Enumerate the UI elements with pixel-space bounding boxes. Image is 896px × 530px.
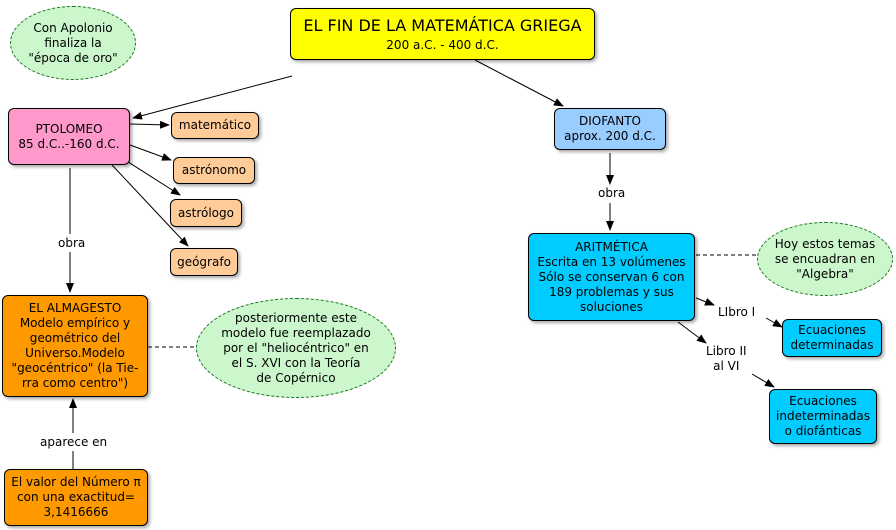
diofanto-name: DIOFANTO [579,114,641,128]
link-ptolomeo-astronomo [129,144,172,161]
ec-indet-line-2: indeterminadas [776,409,870,423]
aritmetica-line-3: Sólo se conservan 6 con [538,269,685,284]
ec-det-line-2: determinadas [790,338,874,352]
link-ptolomeo-matematico [129,120,170,129]
almagesto-line-4: Universo.Modelo [25,346,125,360]
ecuaciones-indeterminadas-box[interactable]: Ecuaciones indeterminadas o diofánticas [769,389,877,444]
ec-indet-line-3: o diofánticas [784,424,862,438]
numero-pi-line-2: con una exactitud= [17,490,135,504]
title-box[interactable]: EL FIN DE LA MATEMÁTICA GRIEGA 200 a.C. … [290,8,595,60]
role-astrologo-label: astrólogo [178,205,234,220]
link-label-obra-left: obra [56,236,88,250]
ptolomeo-dates: 85 d.C..-160 d.C. [18,136,120,151]
link-title-diofanto [474,59,564,107]
almagesto-line-6: rra como centro") [21,376,129,390]
aritmetica-line-2: Escrita en 13 volúmenes [537,254,686,269]
almagesto-line-1: EL ALMAGESTO [28,301,122,315]
numero-pi-line-3: 3,1416666 [43,505,109,519]
ptolomeo-box[interactable]: PTOLOMEO 85 d.C..-160 d.C. [8,108,130,165]
aritmetica-line-5: soluciones [579,299,644,314]
apolonio-line-2: finaliza la [44,35,102,50]
almagesto-line-5: "geocéntrico" (la Tie- [11,361,139,375]
almagesto-line-2: Modelo empírico y [19,316,131,330]
aritmetica-line-4: 189 problemas y sus [549,284,674,299]
heliocentrico-note[interactable]: posteriormente este modelo fue reemplaza… [196,298,396,398]
numero-pi-line-1: El valor del Número π [11,475,141,489]
role-astronomo[interactable]: astrónomo [173,157,255,184]
role-astrologo[interactable]: astrólogo [170,199,242,227]
title-text: EL FIN DE LA MATEMÁTICA GRIEGA [303,15,582,35]
role-geografo[interactable]: geógrafo [170,248,238,276]
apolonio-line-3: "época de oro" [28,50,118,65]
ec-indet-line-1: Ecuaciones [789,394,857,408]
link-label-obra-right: obra [596,186,628,200]
almagesto-line-3: geométrico del [29,331,121,345]
link-aritmetica-libroii [677,321,707,344]
apolonio-line-1: Con Apolonio [33,20,113,35]
heliocentrico-line-1: posteriormente este [235,310,357,325]
algebra-line-3: "Algebra" [796,266,854,281]
apolonio-note[interactable]: Con Apolonio finaliza la "época de oro" [10,6,136,80]
ptolomeo-name: PTOLOMEO [35,121,103,136]
numero-pi-box[interactable]: El valor del Número π con una exactitud=… [4,469,148,526]
link-libroii-indeterminadas [751,373,775,388]
role-matematico-label: matemático [178,118,252,132]
algebra-line-2: se encuadran en [774,251,876,266]
algebra-line-1: Hoy estos temas [774,236,876,251]
heliocentrico-line-3: por el "heliocéntrico" en [223,340,369,355]
role-astronomo-label: astrónomo [181,163,247,177]
link-label-libro-i: LIbro I [716,305,758,319]
link-aritmetica-libroi [695,297,715,306]
link-ptolomeo-geografo [111,164,189,247]
link-label-libro-ii: Libro II al VI [704,344,749,374]
algebra-note[interactable]: Hoy estos temas se encuadran en "Algebra… [757,222,893,296]
aritmetica-line-1: ARITMÉTICA [575,239,648,254]
role-geografo-label: geógrafo [177,254,231,269]
role-matematico[interactable]: matemático [171,112,259,139]
heliocentrico-line-5: de Copérnico [256,370,336,385]
heliocentrico-line-2: modelo fue reemplazado [221,325,371,340]
link-ptolomeo-astrologo [124,159,181,196]
heliocentrico-line-4: el S. XVI con la Teoría [231,355,361,370]
libro-ii-line-2: al VI [713,359,740,373]
ecuaciones-determinadas-box[interactable]: Ecuaciones determinadas [782,319,882,357]
title-subtitle: 200 a.C. - 400 d.C. [386,37,499,52]
diofanto-box[interactable]: DIOFANTO aprox. 200 d.C. [554,108,666,150]
diofanto-dates: aprox. 200 d.C. [564,129,656,143]
link-libroi-determinadas [765,317,783,328]
aritmetica-box[interactable]: ARITMÉTICA Escrita en 13 volúmenes Sólo … [528,233,695,321]
ec-det-line-1: Ecuaciones [798,323,866,337]
libro-ii-line-1: Libro II [706,344,747,358]
link-label-aparece-en: aparece en [38,435,110,449]
link-title-ptolomeo [132,75,293,120]
almagesto-box[interactable]: EL ALMAGESTO Modelo empírico y geométric… [2,295,148,397]
